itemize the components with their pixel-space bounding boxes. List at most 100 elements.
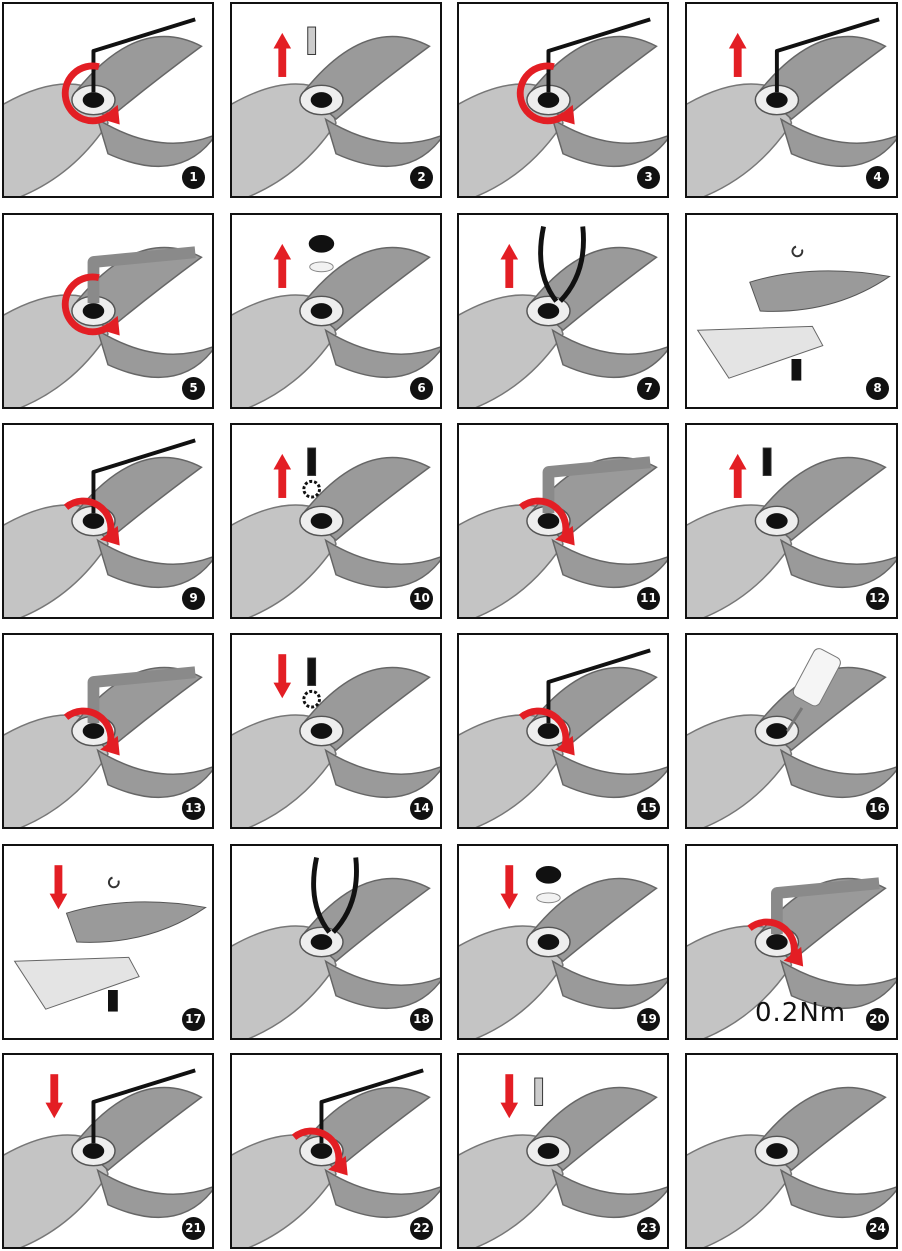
pruner-illustration — [4, 1088, 212, 1247]
lower-blade — [781, 750, 896, 797]
pivot-nut — [538, 1143, 560, 1159]
step-number-badge: 24 — [866, 1217, 889, 1240]
step-panel-24: 24 — [685, 1053, 898, 1249]
step-panel-17: 17 — [2, 844, 214, 1040]
step-panel-23: 23 — [457, 1053, 669, 1249]
pivot-nut — [538, 513, 560, 529]
lower-blade — [326, 540, 440, 587]
step-illustration — [232, 425, 440, 617]
step-illustration — [687, 1055, 896, 1247]
pruner-illustration — [687, 668, 896, 827]
pruner-illustration — [232, 248, 440, 407]
lower-blade — [326, 119, 440, 166]
step-panel-3: 3 — [457, 2, 669, 198]
step-illustration — [4, 1055, 212, 1247]
step-number-badge: 20 — [866, 1008, 889, 1031]
step-panel-13: 13 — [2, 633, 214, 829]
step-number-badge: 13 — [182, 797, 205, 820]
step-illustration — [459, 425, 667, 617]
pivot-nut — [311, 723, 333, 739]
step-number-badge: 14 — [410, 797, 433, 820]
pruner-illustration — [459, 879, 667, 1038]
upper-blade — [66, 902, 205, 942]
pruner-illustration — [687, 458, 896, 617]
arrow-down-icon — [500, 865, 518, 909]
circlip-icon — [109, 878, 119, 888]
arrow-up-icon — [273, 33, 291, 77]
step-illustration — [232, 4, 440, 196]
step-panel-12: 12 — [685, 423, 898, 619]
step-illustration — [687, 425, 896, 617]
lower-blade — [326, 1170, 440, 1217]
step-panel-6: 6 — [230, 213, 442, 409]
nut-icon — [536, 866, 561, 884]
lower-blade — [553, 540, 667, 587]
pivot-nut — [766, 934, 788, 950]
pruner-illustration — [459, 1088, 667, 1247]
arrow-up-icon — [500, 244, 518, 288]
arrow-down-icon — [45, 1074, 63, 1118]
step-panel-4: 4 — [685, 2, 898, 198]
step-illustration — [4, 425, 212, 617]
pruner-illustration — [232, 668, 440, 827]
step-number-badge: 1 — [182, 166, 205, 189]
lower-blade-gear — [15, 957, 140, 1009]
step-number-badge: 15 — [637, 797, 660, 820]
step-panel-16: 16 — [685, 633, 898, 829]
step-panel-11: 11 — [457, 423, 669, 619]
arrow-down-icon — [50, 865, 68, 909]
lower-blade — [98, 119, 212, 166]
step-panel-5: 5 — [2, 213, 214, 409]
pivot-nut — [538, 723, 560, 739]
arrow-up-icon — [273, 244, 291, 288]
step-number-badge: 7 — [637, 377, 660, 400]
circlip-icon — [792, 247, 802, 257]
step-number-badge: 19 — [637, 1008, 660, 1031]
step-illustration — [459, 635, 667, 827]
step-number-badge: 3 — [637, 166, 660, 189]
lower-blade — [553, 961, 667, 1008]
step-panel-22: 22 — [230, 1053, 442, 1249]
pivot-nut — [83, 92, 105, 108]
washer-icon — [537, 893, 561, 903]
lower-blade — [98, 750, 212, 797]
step-illustration — [687, 215, 896, 407]
step-illustration — [459, 215, 667, 407]
pivot-nut — [766, 1143, 788, 1159]
lower-blade-gear — [698, 326, 823, 378]
step-number-badge: 2 — [410, 166, 433, 189]
step-illustration — [232, 635, 440, 827]
gear-washer-icon — [304, 691, 320, 707]
step-illustration — [4, 635, 212, 827]
pivot-nut — [83, 513, 105, 529]
arrow-down-icon — [500, 1074, 518, 1118]
step-number-badge: 9 — [182, 587, 205, 610]
step-panel-21: 21 — [2, 1053, 214, 1249]
lower-blade — [781, 119, 896, 166]
pivot-nut — [311, 303, 333, 319]
step-illustration — [232, 1055, 440, 1247]
pruner-illustration — [459, 248, 667, 407]
gear-washer-icon — [304, 481, 320, 497]
step-number-badge: 16 — [866, 797, 889, 820]
screw-icon — [535, 1078, 543, 1105]
step-number-badge: 23 — [637, 1217, 660, 1240]
step-number-badge: 5 — [182, 377, 205, 400]
screw-icon — [308, 658, 316, 685]
upper-blade — [750, 271, 890, 311]
pivot-nut — [538, 303, 560, 319]
lower-blade — [98, 330, 212, 377]
step-number-badge: 21 — [182, 1217, 205, 1240]
pivot-nut — [538, 92, 560, 108]
step-number-badge: 11 — [637, 587, 660, 610]
step-panel-7: 7 — [457, 213, 669, 409]
pruner-illustration — [687, 1088, 896, 1247]
step-illustration — [4, 215, 212, 407]
step-panel-18: 18 — [230, 844, 442, 1040]
washer-icon — [310, 262, 334, 272]
step-illustration — [4, 846, 212, 1038]
pivot-nut — [766, 92, 788, 108]
lower-blade — [326, 330, 440, 377]
